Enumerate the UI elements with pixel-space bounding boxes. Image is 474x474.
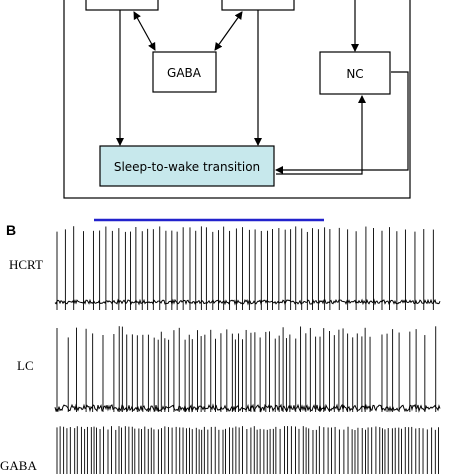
lc-trace-label: LC — [17, 358, 34, 373]
nc-box — [319, 51, 391, 95]
transition-box-label: Sleep-to-wake transition — [114, 160, 260, 174]
lc-box — [221, 0, 295, 11]
panel-b-traces: B HCRT LC GABA — [0, 218, 441, 474]
hcrt-box — [85, 0, 159, 11]
panel-b-letter: B — [6, 222, 16, 238]
hcrt-trace — [54, 226, 441, 310]
nc-feedback-arrow — [275, 71, 409, 174]
lc-gaba-arrow — [214, 11, 243, 51]
gaba-box-label: GABA — [167, 66, 202, 80]
gaba-trace — [56, 426, 439, 474]
gaba-trace-label: GABA — [0, 458, 37, 473]
transition-box — [99, 145, 275, 187]
lc-trace — [54, 326, 441, 413]
hcrt-trace-label: HCRT — [9, 257, 43, 272]
hcrt-gaba-arrow — [133, 11, 156, 51]
gaba-box — [152, 51, 217, 93]
transition-to-nc-arrow — [276, 95, 366, 175]
outer-frame — [63, 0, 411, 199]
nc-box-label: NC — [346, 67, 363, 81]
panel-a-diagram: GABA NC Sleep-to-wake transition — [63, 0, 411, 199]
